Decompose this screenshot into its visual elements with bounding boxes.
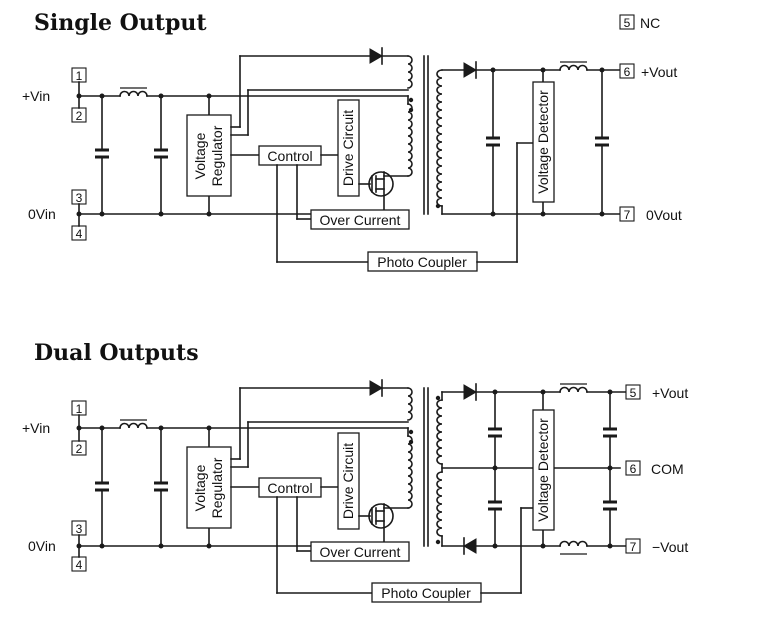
aux-winding [407,55,413,89]
drive-circuit-box [337,99,360,197]
vout-pos-label: +Vout [641,64,677,80]
dual-upper-diode [463,384,477,400]
pin-7-box [619,206,635,222]
regulator-label-line1: Voltage [192,132,208,179]
pin-7-label: 7 [624,208,631,222]
dual-pin-7-label: 7 [630,540,637,554]
dual-pin-1-label: 1 [76,402,83,416]
dual-pin-7-box [625,538,641,554]
dual-pin-2-label: 2 [76,442,83,456]
output-diode [463,62,477,78]
over-current-label: Over Current [320,212,401,228]
dual-vin-neg-label: 0Vin [28,538,56,554]
pin-1-label: 1 [76,69,83,83]
voltage-regulator-box [186,114,232,197]
dual-photo-coupler-label: Photo Coupler [381,585,471,601]
vout-neg-label: 0Vout [646,207,682,223]
pin-5-box [619,14,635,30]
control-label: Control [267,148,312,164]
dual-voltage-regulator-box [186,446,232,529]
single-output-diagram: Single Output 5 NC 1 2 3 4 +Vin 0Vin [22,10,682,272]
dual-regulator-label-line1: Voltage [192,464,208,511]
pin-5-label: 5 [624,16,631,30]
mosfet-switch [368,171,394,197]
dual-secondary-upper-winding [436,399,443,465]
vin-pos-label: +Vin [22,88,50,104]
nc-label: NC [640,15,660,31]
dual-pin-5-label: 5 [630,386,637,400]
dual-pin-4-label: 4 [76,558,83,572]
dual-vout-neg-label: −Vout [652,539,688,555]
dual-aux-winding [407,387,413,421]
photo-coupler-label: Photo Coupler [377,254,467,270]
dual-lower-inductor [559,540,588,547]
dual-voltage-detector-label: Voltage Detector [535,418,551,522]
dual-lower-diode [463,538,477,554]
dual-pin-3-label: 3 [76,522,83,536]
aux-diode [369,48,383,64]
dual-regulator-label-line2: Regulator [209,457,225,518]
dual-pin-6-box [625,460,641,476]
dual-aux-diode [369,380,383,396]
pin-6-label: 6 [624,65,631,79]
voltage-detector-box [532,81,555,203]
dual-primary-winding [407,435,413,509]
dual-input-wiring [76,414,409,558]
dual-upper-inductor [559,386,588,393]
dual-voltage-detector-box [532,409,555,531]
dual-outputs-diagram: Dual Outputs 1 2 3 4 +Vin 0Vin [22,340,688,603]
dual-drive-circuit-box [337,432,360,530]
voltage-detector-label: Voltage Detector [535,90,551,194]
drive-circuit-label: Drive Circuit [340,110,356,186]
com-label: COM [651,461,684,477]
pin-2-label: 2 [76,109,83,123]
dual-mosfet-switch [368,503,394,529]
single-output-title: Single Output [34,10,207,36]
dual-over-current-box [310,541,410,562]
output-inductor [559,64,588,71]
secondary-winding [436,69,443,207]
dual-outputs-title: Dual Outputs [34,340,199,366]
dual-drive-circuit-label: Drive Circuit [340,443,356,519]
dual-over-current-label: Over Current [320,544,401,560]
pin-6-box [619,63,635,79]
dual-secondary-lower-winding [436,471,443,537]
primary-winding [407,103,413,177]
dual-pin-6-label: 6 [630,462,637,476]
dual-control-label: Control [267,480,312,496]
over-current-box [310,209,410,230]
regulator-label-line2: Regulator [209,125,225,186]
dual-input-inductor [119,422,148,429]
vin-neg-label: 0Vin [28,206,56,222]
pin-3-label: 3 [76,191,83,205]
input-inductor [119,90,148,97]
dual-vout-pos-label: +Vout [652,385,688,401]
dual-vin-pos-label: +Vin [22,420,50,436]
pin-4-label: 4 [76,227,83,241]
dual-pin-5-box [625,384,641,400]
